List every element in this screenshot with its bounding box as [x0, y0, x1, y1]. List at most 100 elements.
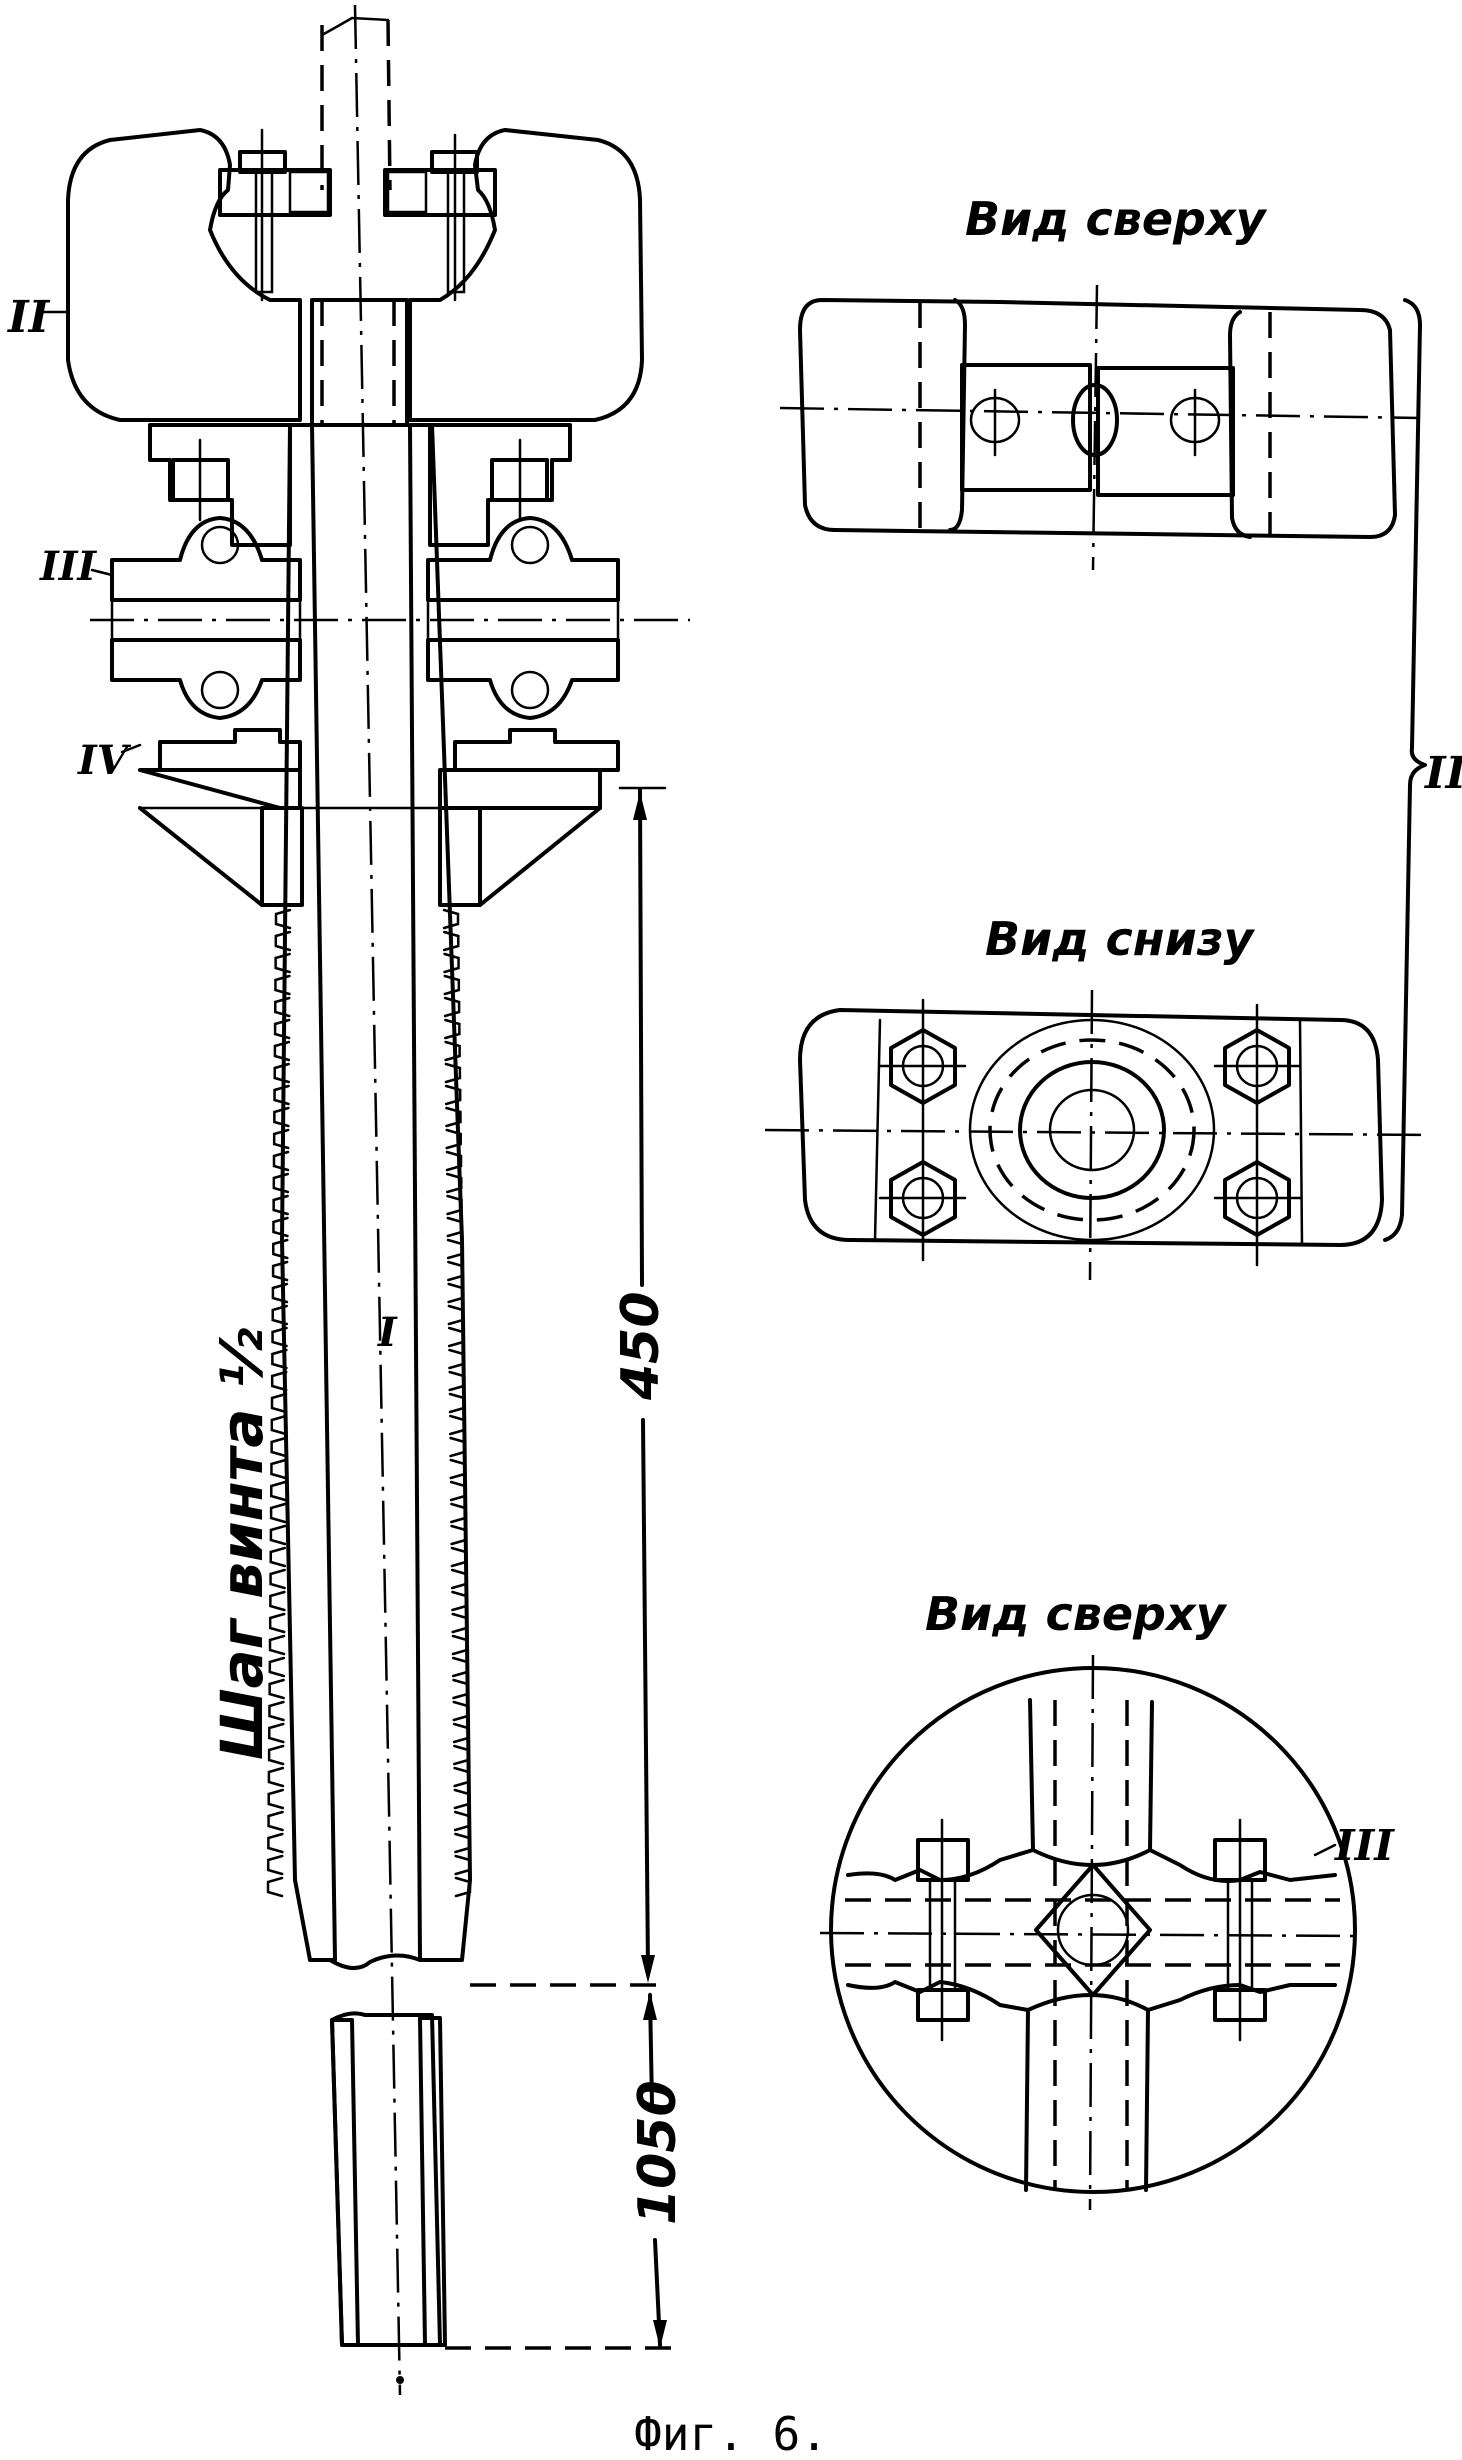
thread-tooth	[273, 1106, 290, 1128]
upper-head-section	[66, 128, 644, 427]
label-clamp-part: III	[1334, 1821, 1395, 1870]
thread-tooth	[268, 1722, 285, 1744]
top-view-head-title: Вид сверху	[965, 192, 1268, 246]
shaft-tube	[266, 4, 472, 2396]
thread-tooth	[454, 1876, 472, 1898]
thread-tooth	[445, 1106, 462, 1128]
thread-tooth	[449, 1480, 467, 1502]
thread-tooth	[448, 1392, 466, 1414]
thread-tooth	[444, 1062, 462, 1084]
thread-tooth	[446, 1194, 463, 1216]
dimension-1050-label: 1050	[628, 2080, 688, 2225]
thread-tooth	[271, 1348, 288, 1370]
thread-tooth	[272, 1150, 290, 1172]
bottom-view-head-title: Вид снизу	[985, 912, 1255, 966]
thread-tooth	[270, 1458, 287, 1480]
thread-tooth	[267, 1744, 285, 1766]
thread-tooth	[446, 1172, 463, 1194]
thread-tooth	[454, 1854, 471, 1876]
clamp-bolt-right	[1213, 1818, 1267, 2042]
thread-tooth	[453, 1810, 471, 1832]
thread-tooth	[269, 1524, 287, 1546]
thread-tooth	[272, 1172, 290, 1194]
thread-tooth	[273, 1062, 290, 1084]
head-bottom-view: Вид снизу	[764, 912, 1431, 1281]
clamp-bolt-left	[916, 1818, 970, 2042]
thread-tooth	[451, 1590, 468, 1612]
thread-tooth	[452, 1678, 469, 1700]
thread-tooth	[447, 1304, 465, 1326]
thread-tooth	[272, 1216, 289, 1238]
cone-nut-section	[138, 728, 620, 907]
thread-tooth	[451, 1612, 468, 1634]
thread-tooth	[446, 1238, 464, 1260]
thread-tooth	[272, 1194, 289, 1216]
thread-tooth	[450, 1502, 467, 1524]
thread-tooth	[270, 1436, 287, 1458]
thread-tooth	[450, 1546, 468, 1568]
thread-tooth	[452, 1722, 470, 1744]
thread-tooth	[443, 952, 460, 974]
thread-tooth	[451, 1634, 469, 1656]
thread-tooth	[444, 1040, 461, 1062]
thread-tooth	[268, 1634, 286, 1656]
thread-tooth	[270, 1414, 288, 1436]
thread-tooth	[448, 1370, 465, 1392]
dimension-450-label: 450	[611, 1291, 671, 1401]
thread-tooth	[450, 1524, 467, 1546]
thread-tooth	[442, 908, 460, 930]
thread-tooth	[273, 1084, 290, 1106]
thread-tooth	[446, 1216, 464, 1238]
thread-tooth	[445, 1128, 462, 1150]
label-upper-head: II	[6, 292, 51, 343]
thread-tooth	[267, 1810, 284, 1832]
thread-tooth	[268, 1678, 285, 1700]
thread-tooth	[453, 1766, 470, 1788]
ring-clamp-section	[90, 516, 690, 720]
thread-tooth	[452, 1700, 470, 1722]
thread-tooth	[272, 1128, 290, 1150]
thread-tooth	[444, 1018, 461, 1040]
shaft-upper-phantom	[320, 16, 392, 191]
thread-tooth	[269, 1546, 286, 1568]
thread-tooth	[444, 1084, 462, 1106]
thread-tooth	[447, 1282, 464, 1304]
thread-tooth	[452, 1656, 469, 1678]
thread-tooth	[453, 1744, 470, 1766]
thread-tooth	[453, 1788, 471, 1810]
thread-tooth	[267, 1788, 284, 1810]
thread-tooth	[268, 1656, 286, 1678]
thread-tooth	[274, 930, 292, 952]
thread-tooth	[448, 1348, 465, 1370]
thread-tooth	[270, 1480, 287, 1502]
thread-tooth	[447, 1260, 464, 1282]
label-shaft: I	[377, 1309, 398, 1356]
thread-tooth	[274, 952, 291, 974]
main-section-view: II III IV I Шаг винта ½ 450 1050	[6, 4, 690, 2396]
thread-tooth	[271, 1326, 288, 1348]
thread-tooth	[266, 1876, 284, 1898]
thread-tooth	[270, 1370, 288, 1392]
thread-tooth	[274, 974, 291, 996]
thread-tooth	[274, 908, 292, 930]
clamp-top-view: Вид сверху III	[819, 1587, 1395, 2211]
thread-tooth	[267, 1832, 284, 1854]
thread-pitch-note: Шаг винта ½	[208, 1327, 276, 1760]
head-top-view: Вид сверху	[779, 192, 1421, 571]
thread-tooth	[445, 1150, 463, 1172]
thread-tooth	[443, 974, 461, 996]
thread-tooth	[449, 1458, 467, 1480]
brace-upper-head: II	[1383, 298, 1462, 1242]
thread-tooth	[274, 996, 291, 1018]
thread-tooth	[449, 1414, 466, 1436]
thread-tooth	[270, 1392, 288, 1414]
thread-tooth	[443, 930, 460, 952]
thread-tooth	[272, 1238, 289, 1260]
thread-tooth	[269, 1590, 286, 1612]
label-cone-nut: IV	[77, 737, 132, 784]
thread-tooth	[269, 1502, 287, 1524]
thread-tooth	[273, 1018, 291, 1040]
thread-tooth	[271, 1304, 288, 1326]
thread-tooth	[271, 1282, 289, 1304]
